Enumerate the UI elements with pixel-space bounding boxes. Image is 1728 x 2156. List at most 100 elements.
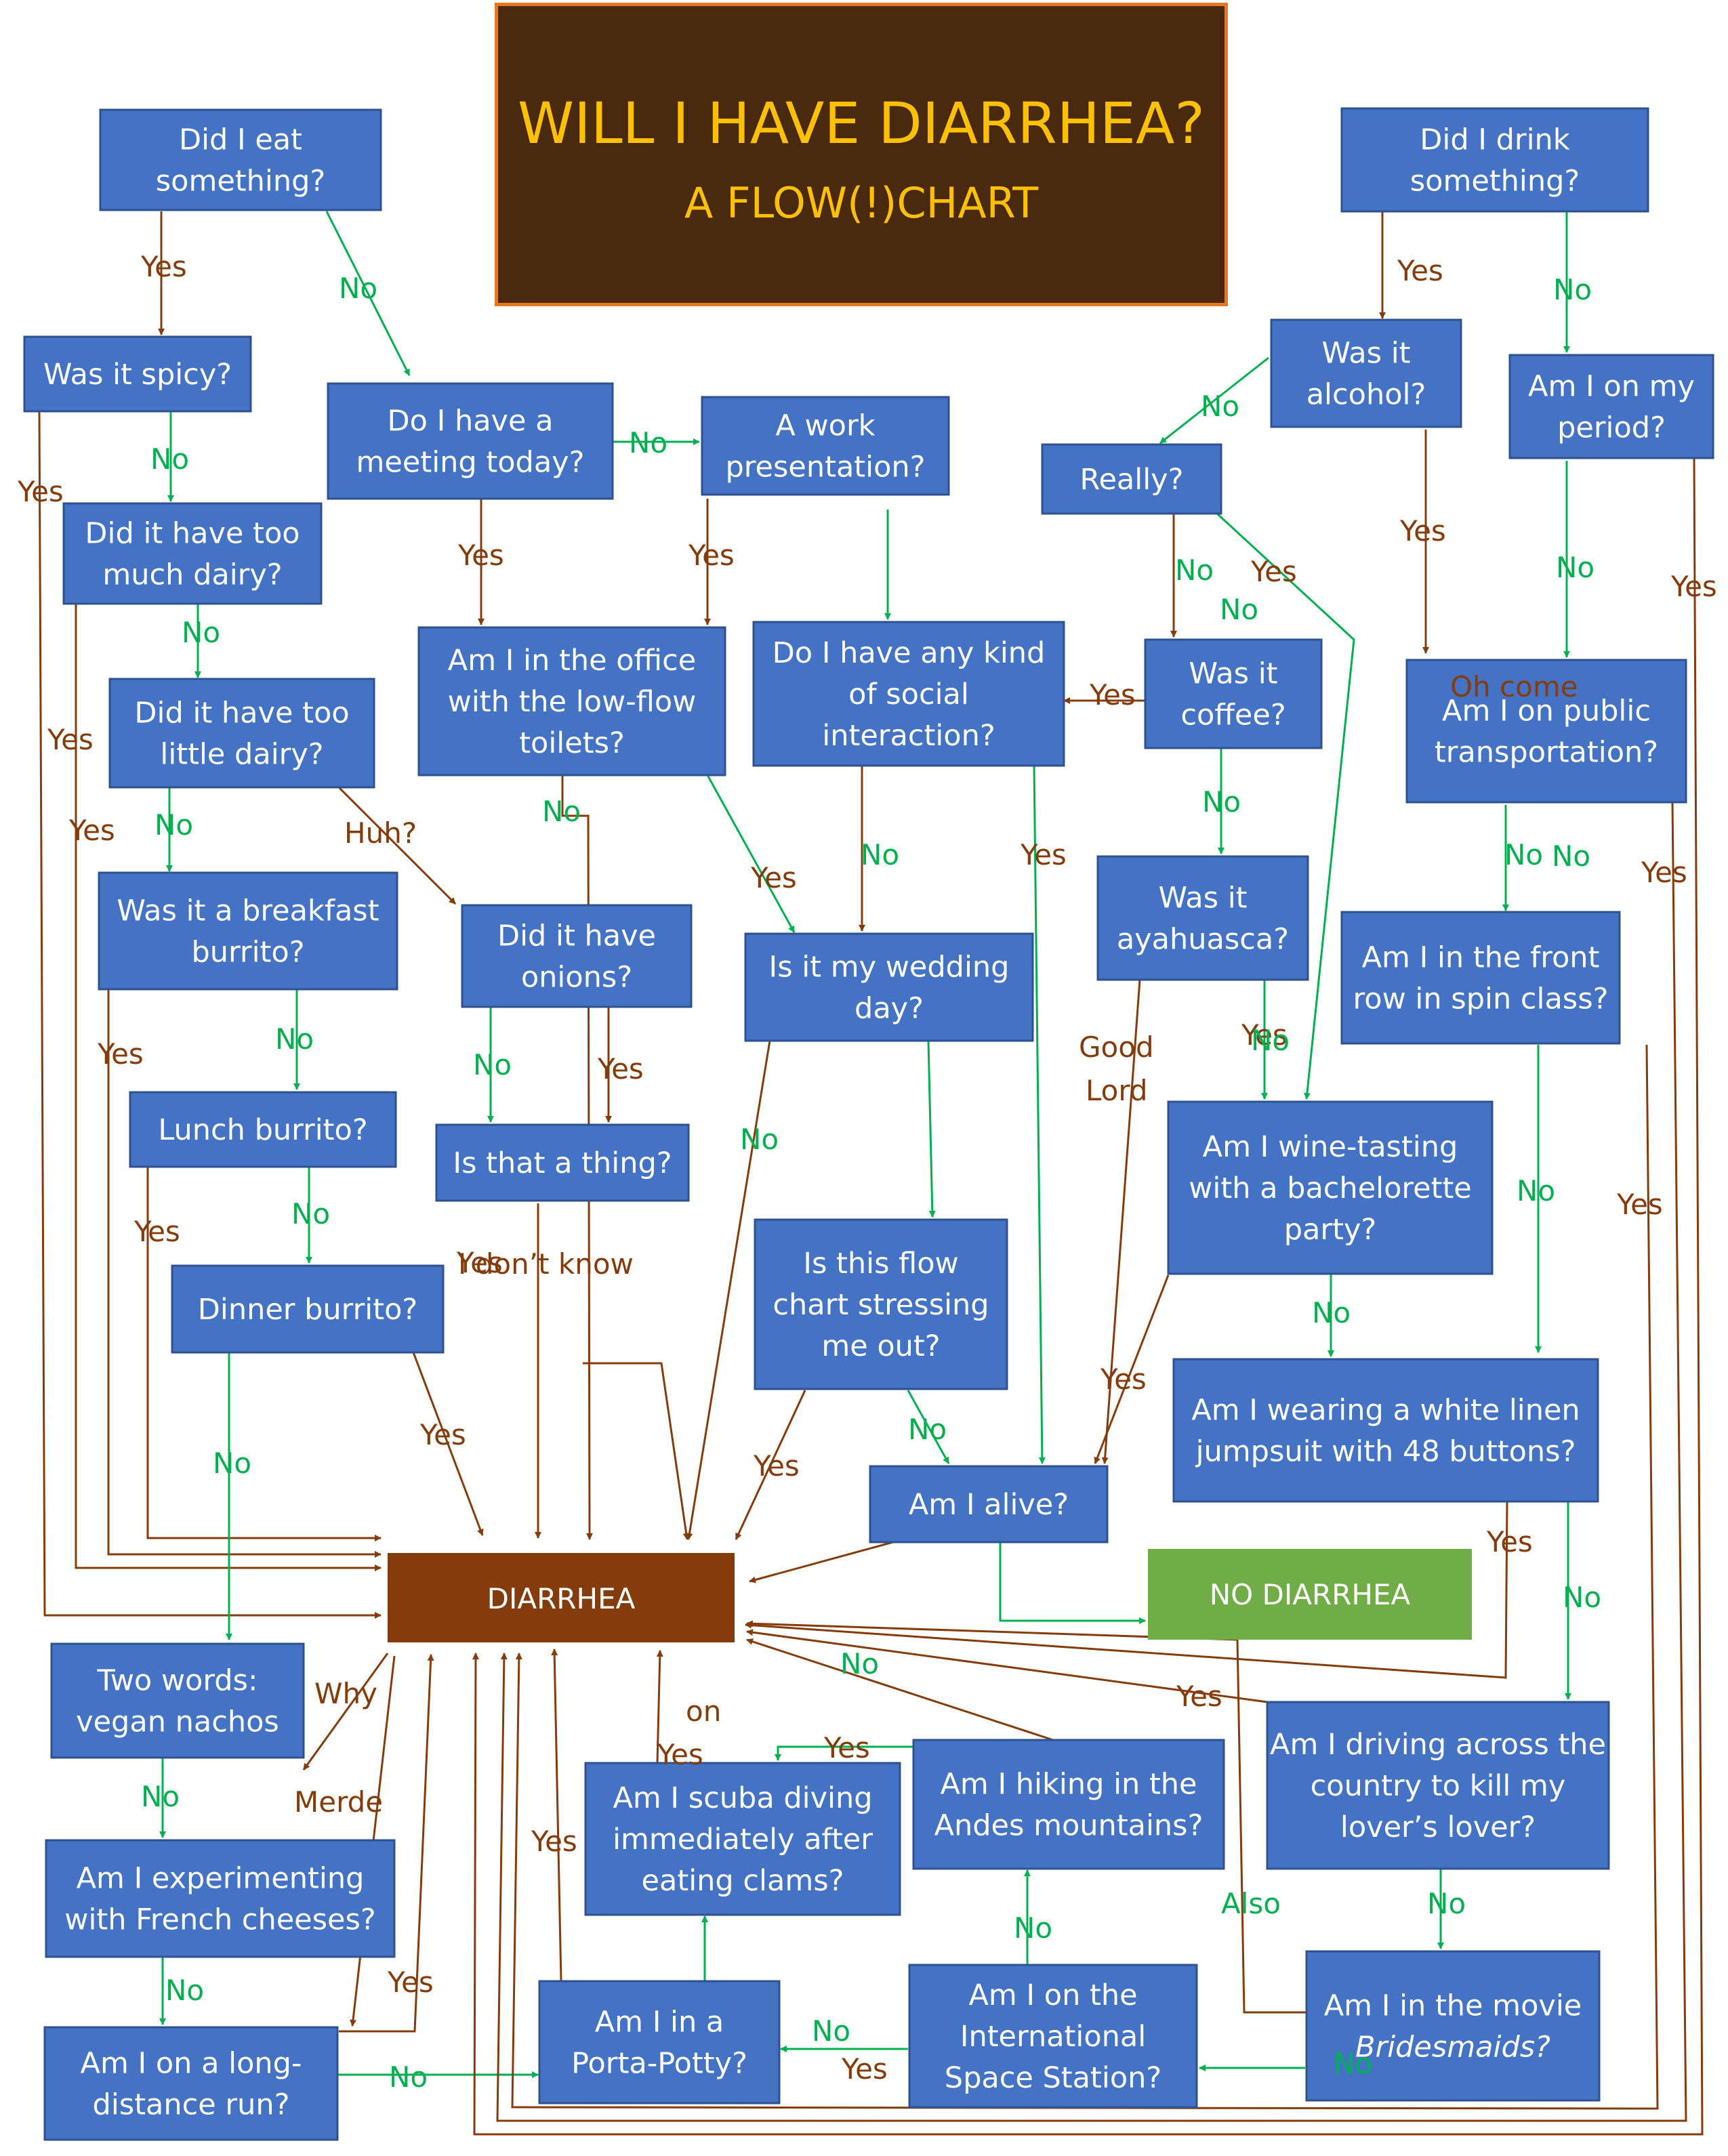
node-lunch-line-1: Lunch burrito? <box>158 1113 367 1147</box>
edge-label-36: Yes <box>1250 555 1297 588</box>
connector-19 <box>339 1654 434 2033</box>
edge-label-25: No <box>542 795 581 828</box>
edge-label-44: No <box>1556 551 1595 584</box>
edge-label-10: Yes <box>97 1037 144 1071</box>
node-lunch: Lunch burrito? <box>129 1091 397 1168</box>
edge-label-12: Yes <box>133 1215 180 1248</box>
node-spin-box <box>1340 911 1621 1045</box>
node-linen: Am I wearing a white linen jumpsuit with … <box>1172 1358 1599 1503</box>
connector-41 <box>1159 356 1269 444</box>
edge-label-17: No <box>141 1780 180 1813</box>
node-french-box <box>45 1839 396 1958</box>
node-office-box <box>417 626 726 776</box>
node-french-line-1: Am I experimenting <box>77 1862 365 1896</box>
edge-label-54: Yes <box>1670 570 1717 603</box>
node-office-line-3: toilets? <box>519 726 625 760</box>
edge-label-71: Yes <box>823 1731 870 1764</box>
edge-label-67: Oh come <box>1450 670 1578 703</box>
edge-label-3: Yes <box>17 475 64 508</box>
node-alcohol-box <box>1270 318 1462 428</box>
node-spin-line-2: row in spin class? <box>1353 982 1609 1016</box>
node-thing-box <box>435 1123 690 1202</box>
edge-label-57: No <box>1504 838 1543 871</box>
connector-25 <box>706 774 796 933</box>
edge-label-30: Yes <box>456 1246 503 1279</box>
node-meeting-box <box>327 382 614 500</box>
node-vegan-line-2: vegan nachos <box>76 1705 279 1739</box>
page-subtitle: A FLOW(!)CHART <box>684 178 1039 228</box>
node-breakfast-box <box>98 871 398 991</box>
edge-label-56: Yes <box>1641 856 1687 889</box>
edge-label-2: No <box>339 272 377 305</box>
node-driving-line-1: Am I driving across the <box>1270 1728 1606 1762</box>
node-work-box <box>701 396 950 496</box>
node-wine-line-3: party? <box>1284 1213 1376 1247</box>
connector-30 <box>686 1040 771 1540</box>
node-bridesmaids-box <box>1305 1950 1601 2102</box>
node-andes-box <box>912 1739 1225 1870</box>
node-alive: Am I alive? <box>869 1465 1109 1543</box>
node-alcohol-line-2: alcohol? <box>1307 378 1426 412</box>
node-period-box <box>1508 354 1714 459</box>
page-title: WILL I HAVE DIARRHEA? <box>517 90 1206 157</box>
node-eat-line-2: something? <box>156 165 325 199</box>
node-stress-line-2: chart stressing <box>773 1288 989 1322</box>
node-wine-box <box>1167 1100 1494 1275</box>
node-really-line-1: Really? <box>1080 463 1184 497</box>
node-breakfast-line-2: burrito? <box>191 936 304 970</box>
node-period-line-1: Am I on my <box>1528 370 1695 404</box>
connector-37 <box>749 1541 894 1583</box>
node-work-line-2: presentation? <box>726 451 926 484</box>
edge-label-40: No <box>1220 593 1258 626</box>
node-wine-line-1: Am I wine-tasting <box>1203 1130 1458 1164</box>
edge-label-27: No <box>473 1048 512 1081</box>
node-breakfast-line-1: Was it a breakfast <box>117 894 379 928</box>
node-wine-line-2: with a bachelorette <box>1189 1172 1472 1205</box>
node-run-box <box>43 2026 339 2141</box>
edge-label-50: Yes <box>1100 1363 1147 1396</box>
node-breakfast: Was it a breakfast burrito? <box>98 871 398 991</box>
node-spin-line-1: Am I in the front <box>1362 941 1600 975</box>
node-vegan-box <box>50 1642 305 1759</box>
edge-label-59: No <box>1517 1174 1555 1207</box>
node-meeting-line-2: meeting today? <box>356 446 585 480</box>
edge-label-13: No <box>291 1197 330 1230</box>
node-vegan: Two words: vegan nachos <box>50 1642 305 1759</box>
node-wedding-line-1: Is it my wedding <box>769 951 1010 984</box>
node-work-line-1: A work <box>775 409 875 443</box>
node-toolittle-line-2: little dairy? <box>160 738 323 772</box>
connector-54 <box>472 457 1704 2136</box>
edge-label-16: Why <box>314 1677 377 1710</box>
node-drink-line-1: Did I drink <box>1420 123 1570 157</box>
node-dinner-line-1: Dinner burrito? <box>198 1293 417 1327</box>
connector-38 <box>999 1542 1146 1624</box>
node-vegan-line-1: Two words: <box>97 1664 258 1698</box>
node-social-line-1: Do I have any kind <box>773 636 1046 670</box>
edge-label-15: No <box>213 1447 251 1480</box>
node-iss-box <box>908 1964 1198 2109</box>
node-linen-line-1: Am I wearing a white linen <box>1191 1394 1580 1428</box>
terminal-diarrhea-label: DIARRHEA <box>487 1582 636 1615</box>
node-stress-box <box>754 1218 1008 1390</box>
edge-label-9: Huh? <box>344 816 417 850</box>
node-porta-line-2: Porta-Potty? <box>571 2047 747 2081</box>
node-linen-line-2: jumpsuit with 48 buttons? <box>1195 1435 1576 1469</box>
node-work: A work presentation? <box>701 396 950 496</box>
edge-label-31: I don’t know <box>458 1247 634 1281</box>
node-lunch-box <box>129 1091 397 1168</box>
node-onions-line-1: Did it have <box>497 919 656 953</box>
edge-label-14: Yes <box>419 1418 466 1451</box>
node-eat-box <box>99 108 382 211</box>
edge-label-66: No <box>1014 1911 1052 1945</box>
connector-13 <box>412 1352 484 1536</box>
connector-56 <box>496 802 1687 2122</box>
